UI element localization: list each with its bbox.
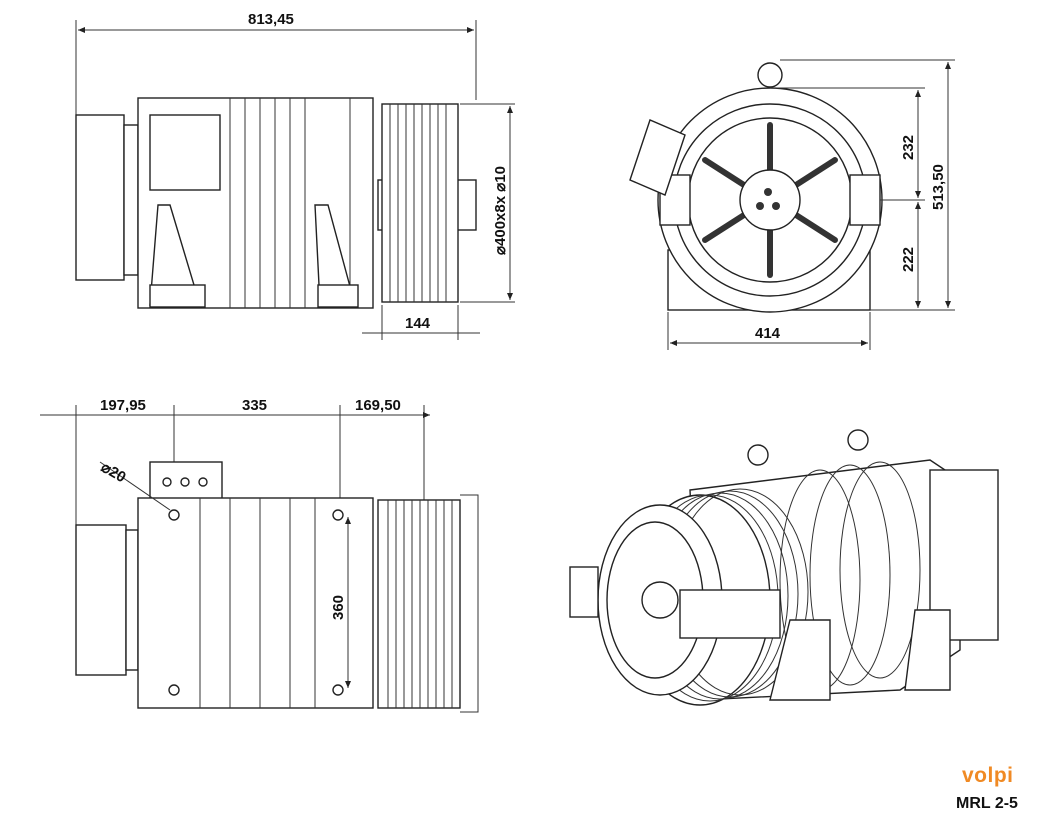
side-view: 813,45 ⌀400x8x ⌀10 144 [75,11,515,340]
dim-sheave-width: 144 [405,315,431,332]
brand-logo: volpi [962,764,1014,788]
dim-overall-length: 813,45 [248,11,294,28]
dim-width: 414 [755,325,781,342]
dim-offset-left: 197,95 [100,397,146,414]
dim-mount-spacing: 335 [242,397,267,414]
dim-mount-width: 360 [330,595,347,620]
model-label: MRL 2-5 [956,795,1018,812]
logo-text: volpi [962,764,1014,787]
dim-total-height: 513,50 [930,164,947,210]
front-view: 232 513,50 222 414 [629,59,955,350]
dim-hole-diameter: ⌀20 [98,459,129,487]
top-view: 197,95 335 169,50 ⌀20 360 [40,397,479,713]
dim-sheave-spec: ⌀400x8x ⌀10 [492,166,509,255]
isometric-view [569,429,999,706]
dim-upper-height: 232 [900,135,917,160]
dim-offset-right: 169,50 [355,397,401,414]
dim-lower-height: 222 [900,247,917,272]
